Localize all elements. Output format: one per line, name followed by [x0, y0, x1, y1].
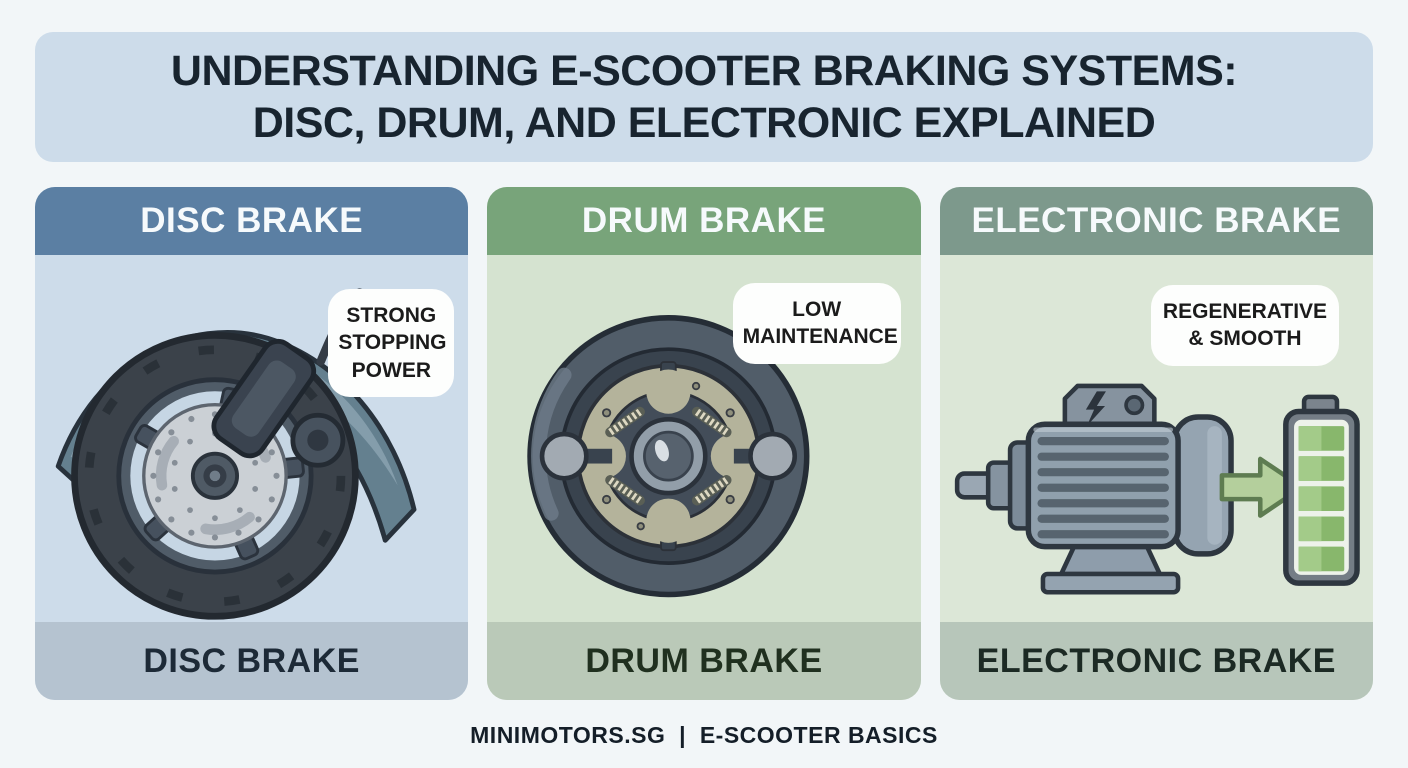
electric-motor-icon [954, 383, 1234, 595]
panel-body-drum: LOW MAINTENANCE [487, 255, 920, 622]
energy-arrow-icon [1219, 456, 1305, 518]
wheel-cylinder-right-icon [748, 431, 798, 481]
panel-header-drum: DRUM BRAKE [487, 187, 921, 255]
battery-cells-icon [1298, 426, 1344, 572]
panel-footer-electronic: ELECTRONIC BRAKE [939, 622, 1373, 700]
benefit-badge-electronic: REGENERATIVE & SMOOTH [1150, 285, 1339, 366]
page-title-line-2: DISC, DRUM, AND ELECTRONIC EXPLAINED [252, 99, 1156, 147]
battery-icon [1282, 394, 1360, 586]
benefit-badge-drum: LOW MAINTENANCE [732, 283, 901, 364]
return-springs-icon [605, 406, 732, 506]
lightning-bolt-icon [1085, 391, 1106, 427]
shoe-rivets-icon [602, 381, 736, 531]
panel-body-disc: STRONG STOPPING POWER [35, 255, 468, 622]
panel-footer-drum: DRUM BRAKE [487, 622, 921, 700]
panel-electronic-brake: ELECTRONIC BRAKE [939, 187, 1373, 700]
page-title-line-1: UNDERSTANDING E-SCOOTER BRAKING SYSTEMS: [170, 46, 1238, 95]
wheel-cylinder-left-icon [540, 431, 589, 481]
panel-body-electronic: REGENERATIVE & SMOOTH [940, 255, 1373, 622]
panel-drum-brake: DRUM BRAKE [487, 187, 921, 700]
title-banner: UNDERSTANDING E-SCOOTER BRAKING SYSTEMS:… [35, 32, 1373, 162]
panel-footer-disc: DISC BRAKE [35, 622, 469, 700]
footer-credit: MINIMOTORS.SG | E-SCOOTER BASICS [470, 722, 938, 748]
brake-caliper-icon [211, 338, 317, 459]
benefit-badge-disc: STRONG STOPPING POWER [328, 289, 455, 397]
drum-brake-hub-illustration [527, 315, 810, 598]
panel-header-disc: DISC BRAKE [35, 187, 469, 255]
panel-header-electronic: ELECTRONIC BRAKE [939, 187, 1373, 255]
motor-to-battery-illustration [954, 383, 1360, 595]
comparison-panels: DISC BRAKE [35, 187, 1373, 700]
panel-disc-brake: DISC BRAKE [35, 187, 469, 700]
disc-brake-wheel-illustration [55, 288, 417, 620]
